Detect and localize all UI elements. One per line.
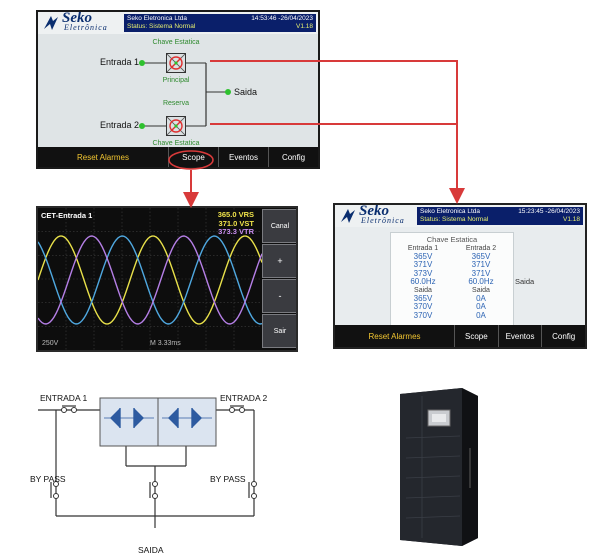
reset-alarms-button[interactable]: Reset Alarmes: [368, 331, 421, 341]
ups-cabinet-image: [400, 388, 478, 546]
config-button[interactable]: Config: [541, 325, 585, 347]
panel-title: Chave Estatica: [426, 235, 478, 244]
minus-button[interactable]: -: [262, 279, 296, 313]
config-button[interactable]: Config: [268, 147, 318, 167]
value: 365V: [413, 294, 433, 304]
label-chave-top: Chave Estatica: [152, 39, 200, 46]
canal-button[interactable]: Canal: [262, 209, 296, 243]
seko-logo-icon: [341, 209, 355, 223]
thyristor-module-1: [99, 397, 159, 447]
seko-logo: Seko Eletrônica: [40, 10, 120, 33]
company-name: Seko Eletronica Ltda: [127, 15, 187, 22]
version: V1.18: [563, 216, 580, 223]
detail-footer: Reset Alarmes Scope Eventos Config: [335, 325, 585, 347]
output-contact: [149, 481, 158, 499]
column-entrada1: Entrada 1 365V 371V 373V 60.0Hz Saida 36…: [397, 245, 449, 320]
plus-button[interactable]: +: [262, 244, 296, 278]
reading-vst: 371.0 VST: [218, 218, 254, 228]
static-switch-panel: Chave Estatica Entrada 1 365V 371V 373V …: [390, 232, 514, 329]
logo-subtext: Eletrônica: [361, 216, 405, 225]
phase-waveform-3: [38, 235, 262, 325]
value: 365V: [413, 252, 433, 262]
col-header: Entrada 2: [465, 245, 497, 252]
scope-readings: 365.0 VRS 371.0 VST 373.3 VTR: [217, 210, 254, 237]
switch-disabled-icon: [166, 116, 186, 136]
status-bar: Seko Eletronica Ltda Status: Sistema Nor…: [124, 14, 316, 32]
thyristor-module-2: [157, 397, 217, 447]
bypass-contact-right: [248, 481, 257, 499]
value: 371V: [471, 260, 491, 270]
input-contact-1: [61, 405, 77, 413]
label-entrada1-schematic: ENTRADA 1: [40, 393, 88, 403]
label-entrada2: Entrada 2: [100, 120, 140, 130]
value: 0A: [476, 294, 486, 304]
system-status: Status: Sistema Normal: [420, 216, 489, 223]
label-chave-bottom: Chave Estatica: [152, 140, 200, 147]
time-per-div: M 3.33ms: [150, 340, 181, 347]
value: 371V: [471, 268, 491, 278]
value: 60.0Hz: [468, 276, 494, 286]
scope-plot: [38, 208, 262, 350]
phase-waveform-2: [38, 235, 262, 325]
value: 373V: [413, 268, 433, 278]
screen-header: Seko Eletrônica Seko Eletronica Ltda Sta…: [335, 205, 585, 227]
screen-header: Seko Eletrônica Seko Eletronica Ltda Sta…: [38, 12, 318, 34]
seko-logo: Seko Eletrônica: [337, 203, 417, 226]
status-bar: Seko Eletronica Ltda Status: Sistema Nor…: [417, 207, 583, 225]
label-saida-schematic: SAIDA: [138, 545, 164, 555]
scope-button[interactable]: Scope: [168, 147, 218, 167]
reading-vtr: 373.3 VTR: [218, 227, 254, 236]
label-saida: Saida: [234, 87, 258, 97]
main-status-screen: Seko Eletrônica Seko Eletronica Ltda Sta…: [36, 10, 320, 169]
scope-screen: CET-Entrada 1 365.0 VRS 371.0 VST 373.3 …: [36, 206, 298, 352]
system-status: Status: Sistema Normal: [127, 23, 196, 30]
label-entrada2-schematic: ENTRADA 2: [220, 393, 268, 403]
main-footer: Reset Alarmes Scope Eventos Config: [38, 147, 318, 167]
logo-text: Seko: [62, 10, 92, 26]
reset-alarms-button[interactable]: Reset Alarmes: [76, 152, 130, 162]
version: V1.18: [296, 23, 313, 30]
label-reserva: Reserva: [162, 100, 190, 107]
value: 0A: [476, 302, 486, 312]
detail-screen: Seko Eletrônica Seko Eletronica Ltda Sta…: [333, 203, 587, 349]
col-header: Saida: [414, 287, 432, 295]
value: 371V: [413, 260, 433, 270]
bypass-schematic: [38, 397, 257, 528]
value: 365V: [471, 252, 491, 262]
events-button[interactable]: Eventos: [497, 325, 542, 347]
value: 60.0Hz: [410, 276, 436, 286]
volts-per-div: 250V: [42, 340, 59, 347]
logo-subtext: Eletrônica: [64, 23, 108, 32]
value: 370V: [413, 310, 433, 320]
switch-reserva[interactable]: [166, 116, 186, 136]
seko-logo-icon: [44, 16, 58, 30]
col-header: Entrada 1: [407, 245, 439, 252]
scope-title: CET-Entrada 1: [41, 211, 93, 220]
datetime: 14:53:46 -26/04/2023: [251, 15, 313, 22]
label-bypass-left: BY PASS: [30, 474, 66, 484]
switch-principal[interactable]: [166, 53, 186, 73]
logo-text: Seko: [359, 203, 389, 219]
label-bypass-right: BY PASS: [210, 474, 246, 484]
saida-label: Saida: [515, 277, 535, 286]
scope-button[interactable]: Scope: [454, 325, 498, 347]
value: 0A: [476, 310, 486, 320]
label-entrada1: Entrada 1: [100, 57, 140, 67]
phase-waveform-1: [38, 235, 262, 325]
col-header: Saida: [472, 287, 490, 295]
input-contact-2: [229, 405, 245, 413]
datetime: 15:23:45 -26/04/2023: [518, 208, 580, 215]
reading-vrs: 365.0 VRS: [217, 210, 254, 219]
column-entrada2: Entrada 2 365V 371V 371V 60.0Hz Saida 0A…: [455, 245, 507, 320]
sair-button[interactable]: Sair: [262, 314, 296, 348]
bypass-contact-left: [50, 481, 59, 499]
label-principal: Principal: [162, 77, 190, 84]
events-button[interactable]: Eventos: [218, 147, 268, 167]
value: 370V: [413, 302, 433, 312]
company-name: Seko Eletronica Ltda: [420, 208, 480, 215]
switch-disabled-icon: [166, 53, 186, 73]
